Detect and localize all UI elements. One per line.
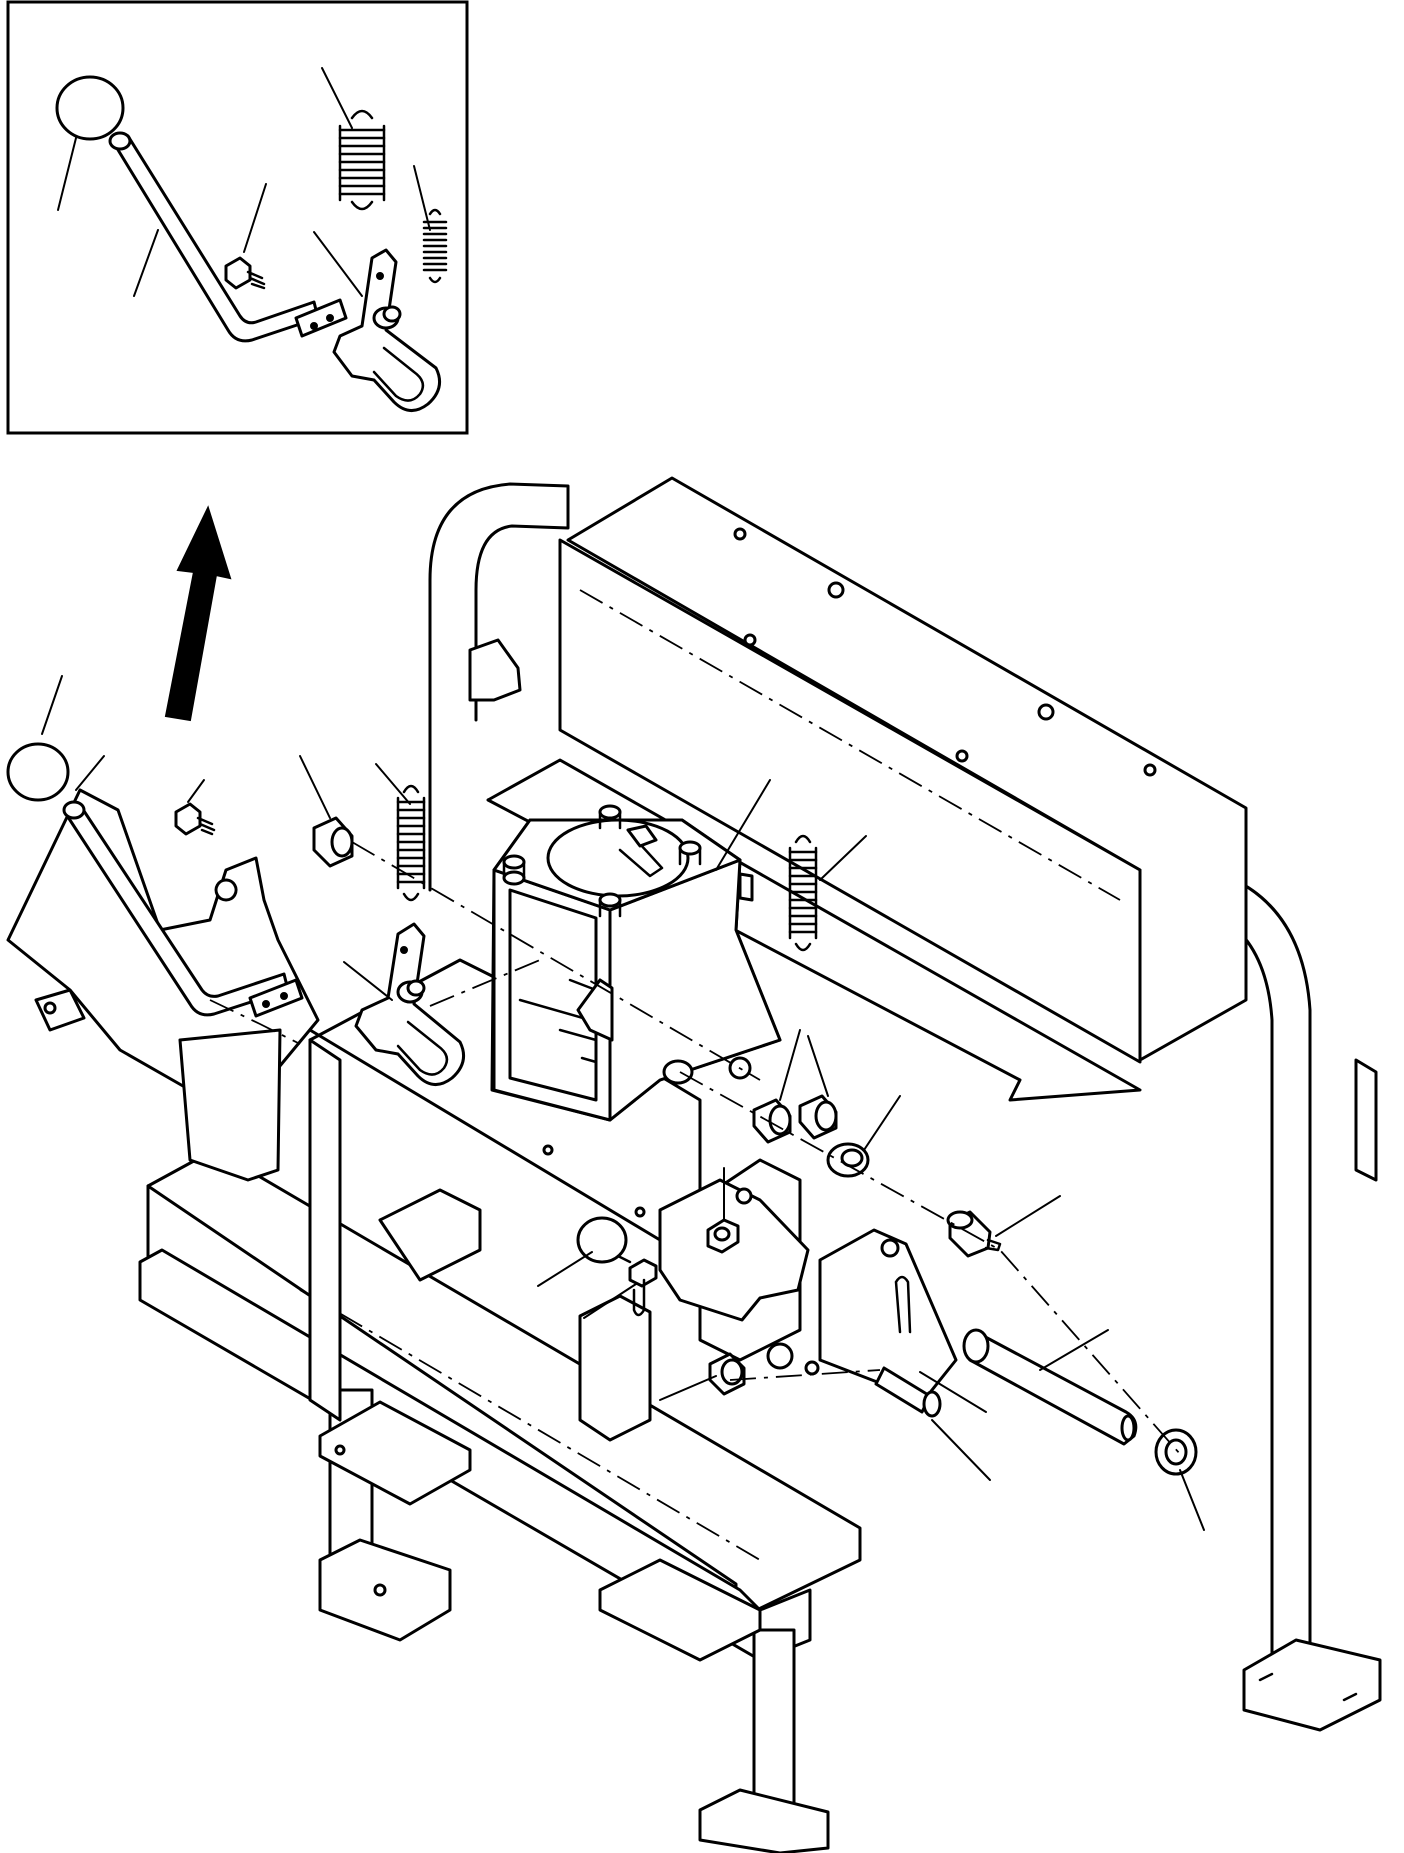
lock-latch-icon [332, 248, 442, 412]
inset-detail-panel [6, 0, 469, 435]
control-valve-housing-icon [490, 804, 782, 1122]
left-lower-legs [318, 1388, 830, 1853]
pin-icon [628, 1258, 658, 1317]
bushing-icon [752, 1098, 792, 1144]
knob-icon [6, 742, 70, 802]
bolt-icon [224, 256, 266, 290]
ball-knob-icon [576, 1216, 632, 1264]
bushing-icon [798, 1094, 838, 1140]
clevis-pin-icon [874, 1366, 942, 1418]
spring-icon [338, 109, 386, 211]
lever-rod-icon [108, 131, 348, 343]
knob-icon [55, 75, 125, 141]
pedal-pivot-plate [658, 1178, 958, 1402]
lock-latch-icon [354, 922, 466, 1086]
snap-ring-icon [1154, 1428, 1198, 1476]
bushing-icon [312, 816, 354, 868]
spring-icon [396, 784, 426, 902]
pin-icon [962, 1328, 1138, 1446]
washer-icon [826, 1142, 870, 1178]
lever-rod-icon [62, 800, 304, 1018]
bolt-icon [174, 802, 216, 836]
cotter-pin-icon [894, 1275, 912, 1334]
small-spring-icon [422, 208, 448, 284]
direction-arrow-icon [164, 505, 232, 722]
switch-icon [946, 1210, 1002, 1258]
spring-icon [788, 834, 818, 952]
bushing-icon [708, 1352, 746, 1396]
